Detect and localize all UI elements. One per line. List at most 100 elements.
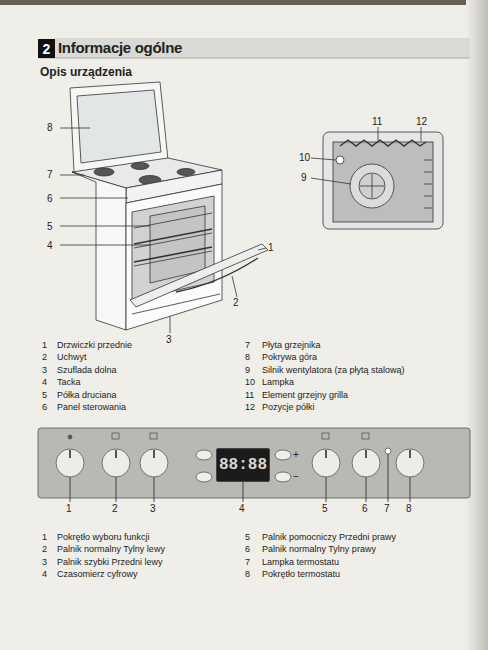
callout-number: 3 (166, 334, 172, 345)
fan-cover (350, 164, 394, 208)
part-name: Panel sterowania (57, 403, 126, 413)
leader-line (311, 178, 351, 184)
wire-shelf (134, 233, 212, 248)
knob-marker (153, 450, 155, 458)
control-name: Palnik pomocniczy Przedni prawy (262, 533, 396, 543)
door-handle (176, 258, 258, 292)
control-name: Palnik normalny Tylny lewy (57, 545, 165, 555)
leader-line (243, 482, 244, 502)
part-name: Pokrywa góra (262, 353, 317, 363)
control-name: Palnik szybki Przedni lewy (57, 558, 163, 568)
list-number: 5 (42, 391, 47, 401)
callout-number: 8 (47, 122, 53, 133)
callout-number: 4 (239, 503, 245, 514)
list-number: 4 (42, 570, 47, 580)
callout-number: 1 (268, 242, 274, 253)
knob (140, 449, 168, 477)
leader-line (170, 316, 171, 333)
lid-panel (77, 90, 161, 163)
knob-marker (325, 450, 327, 458)
part-name: Tacka (57, 378, 81, 388)
knob-marker (115, 450, 117, 458)
drawer-edge (132, 294, 220, 314)
list-number: 3 (42, 558, 47, 568)
list-number: 7 (245, 341, 250, 351)
list-number: 8 (245, 570, 250, 580)
list-number: 8 (245, 353, 250, 363)
oven-interior-drawing (311, 127, 443, 229)
burner-icon (150, 433, 157, 439)
callout-number: 2 (233, 297, 239, 308)
knob-marker (69, 450, 71, 458)
leader-line (116, 477, 117, 502)
part-name: Element grzejny grilla (262, 391, 348, 401)
timer-button (196, 472, 212, 482)
timer-button (275, 472, 291, 482)
shelf-position (424, 196, 432, 197)
list-number: 2 (42, 545, 47, 555)
knob (396, 449, 424, 477)
knob-marker (365, 450, 367, 458)
list-number: 3 (42, 366, 47, 376)
list-number: 2 (42, 353, 47, 363)
burner (177, 169, 195, 176)
oven-door (130, 244, 268, 307)
part-name: Szuflada dolna (57, 366, 117, 376)
list-number: 1 (42, 533, 47, 543)
control-name: Pokrętło termostatu (262, 570, 340, 580)
leader-line (366, 477, 367, 502)
tray (134, 247, 212, 262)
leader-line (154, 477, 155, 502)
burner (94, 168, 114, 176)
list-number: 4 (42, 378, 47, 388)
knob (312, 449, 340, 477)
callout-number: 10 (299, 152, 310, 163)
callout-number: 4 (47, 240, 53, 251)
control-name: Palnik normalny Tylny prawy (262, 545, 376, 555)
list-number: 12 (245, 403, 255, 413)
fan-blade (372, 174, 373, 198)
control-panel (38, 428, 470, 498)
shelf-position (424, 172, 432, 173)
part-name: Płyta grzejnika (262, 341, 321, 351)
side-panel (72, 172, 126, 330)
cooker-drawing (60, 82, 268, 333)
wire-shelf (134, 229, 212, 244)
leader-line (258, 248, 266, 250)
part-name: Drzwiczki przednie (57, 341, 132, 351)
knob (102, 449, 130, 477)
section-title: Informacje ogólne (58, 39, 182, 57)
section-number-box: 2 (38, 39, 55, 58)
leader-line (410, 477, 411, 502)
shelf-position (424, 208, 432, 209)
list-number: 11 (245, 391, 254, 401)
list-number: 6 (42, 403, 47, 413)
control-name: Pokrętło wyboru funkcji (57, 533, 150, 543)
leader-line (232, 276, 237, 297)
shelf-position (424, 160, 432, 161)
list-number: 5 (245, 533, 250, 543)
fan (359, 173, 385, 199)
leader-line (311, 158, 336, 160)
callout-number: 7 (47, 169, 53, 180)
header-bar (54, 38, 470, 58)
callout-number: 1 (66, 503, 72, 514)
page-shadow (466, 0, 488, 650)
timer-display: 88:88 (216, 448, 270, 482)
header-rule (38, 58, 470, 59)
part-name: Uchwyt (57, 353, 87, 363)
lid (70, 82, 168, 172)
part-name: Lampka (262, 378, 294, 388)
callout-number: 8 (406, 503, 412, 514)
callout-number: 3 (150, 503, 156, 514)
callout-number: 11 (372, 116, 382, 127)
part-name: Pozycje półki (262, 403, 315, 413)
thermostat-lamp (385, 448, 391, 454)
leader-line (326, 477, 327, 502)
list-number: 10 (245, 378, 255, 388)
callout-number: 5 (47, 221, 53, 232)
part-name: Półka druciana (57, 391, 117, 401)
burner-icon (322, 433, 329, 439)
